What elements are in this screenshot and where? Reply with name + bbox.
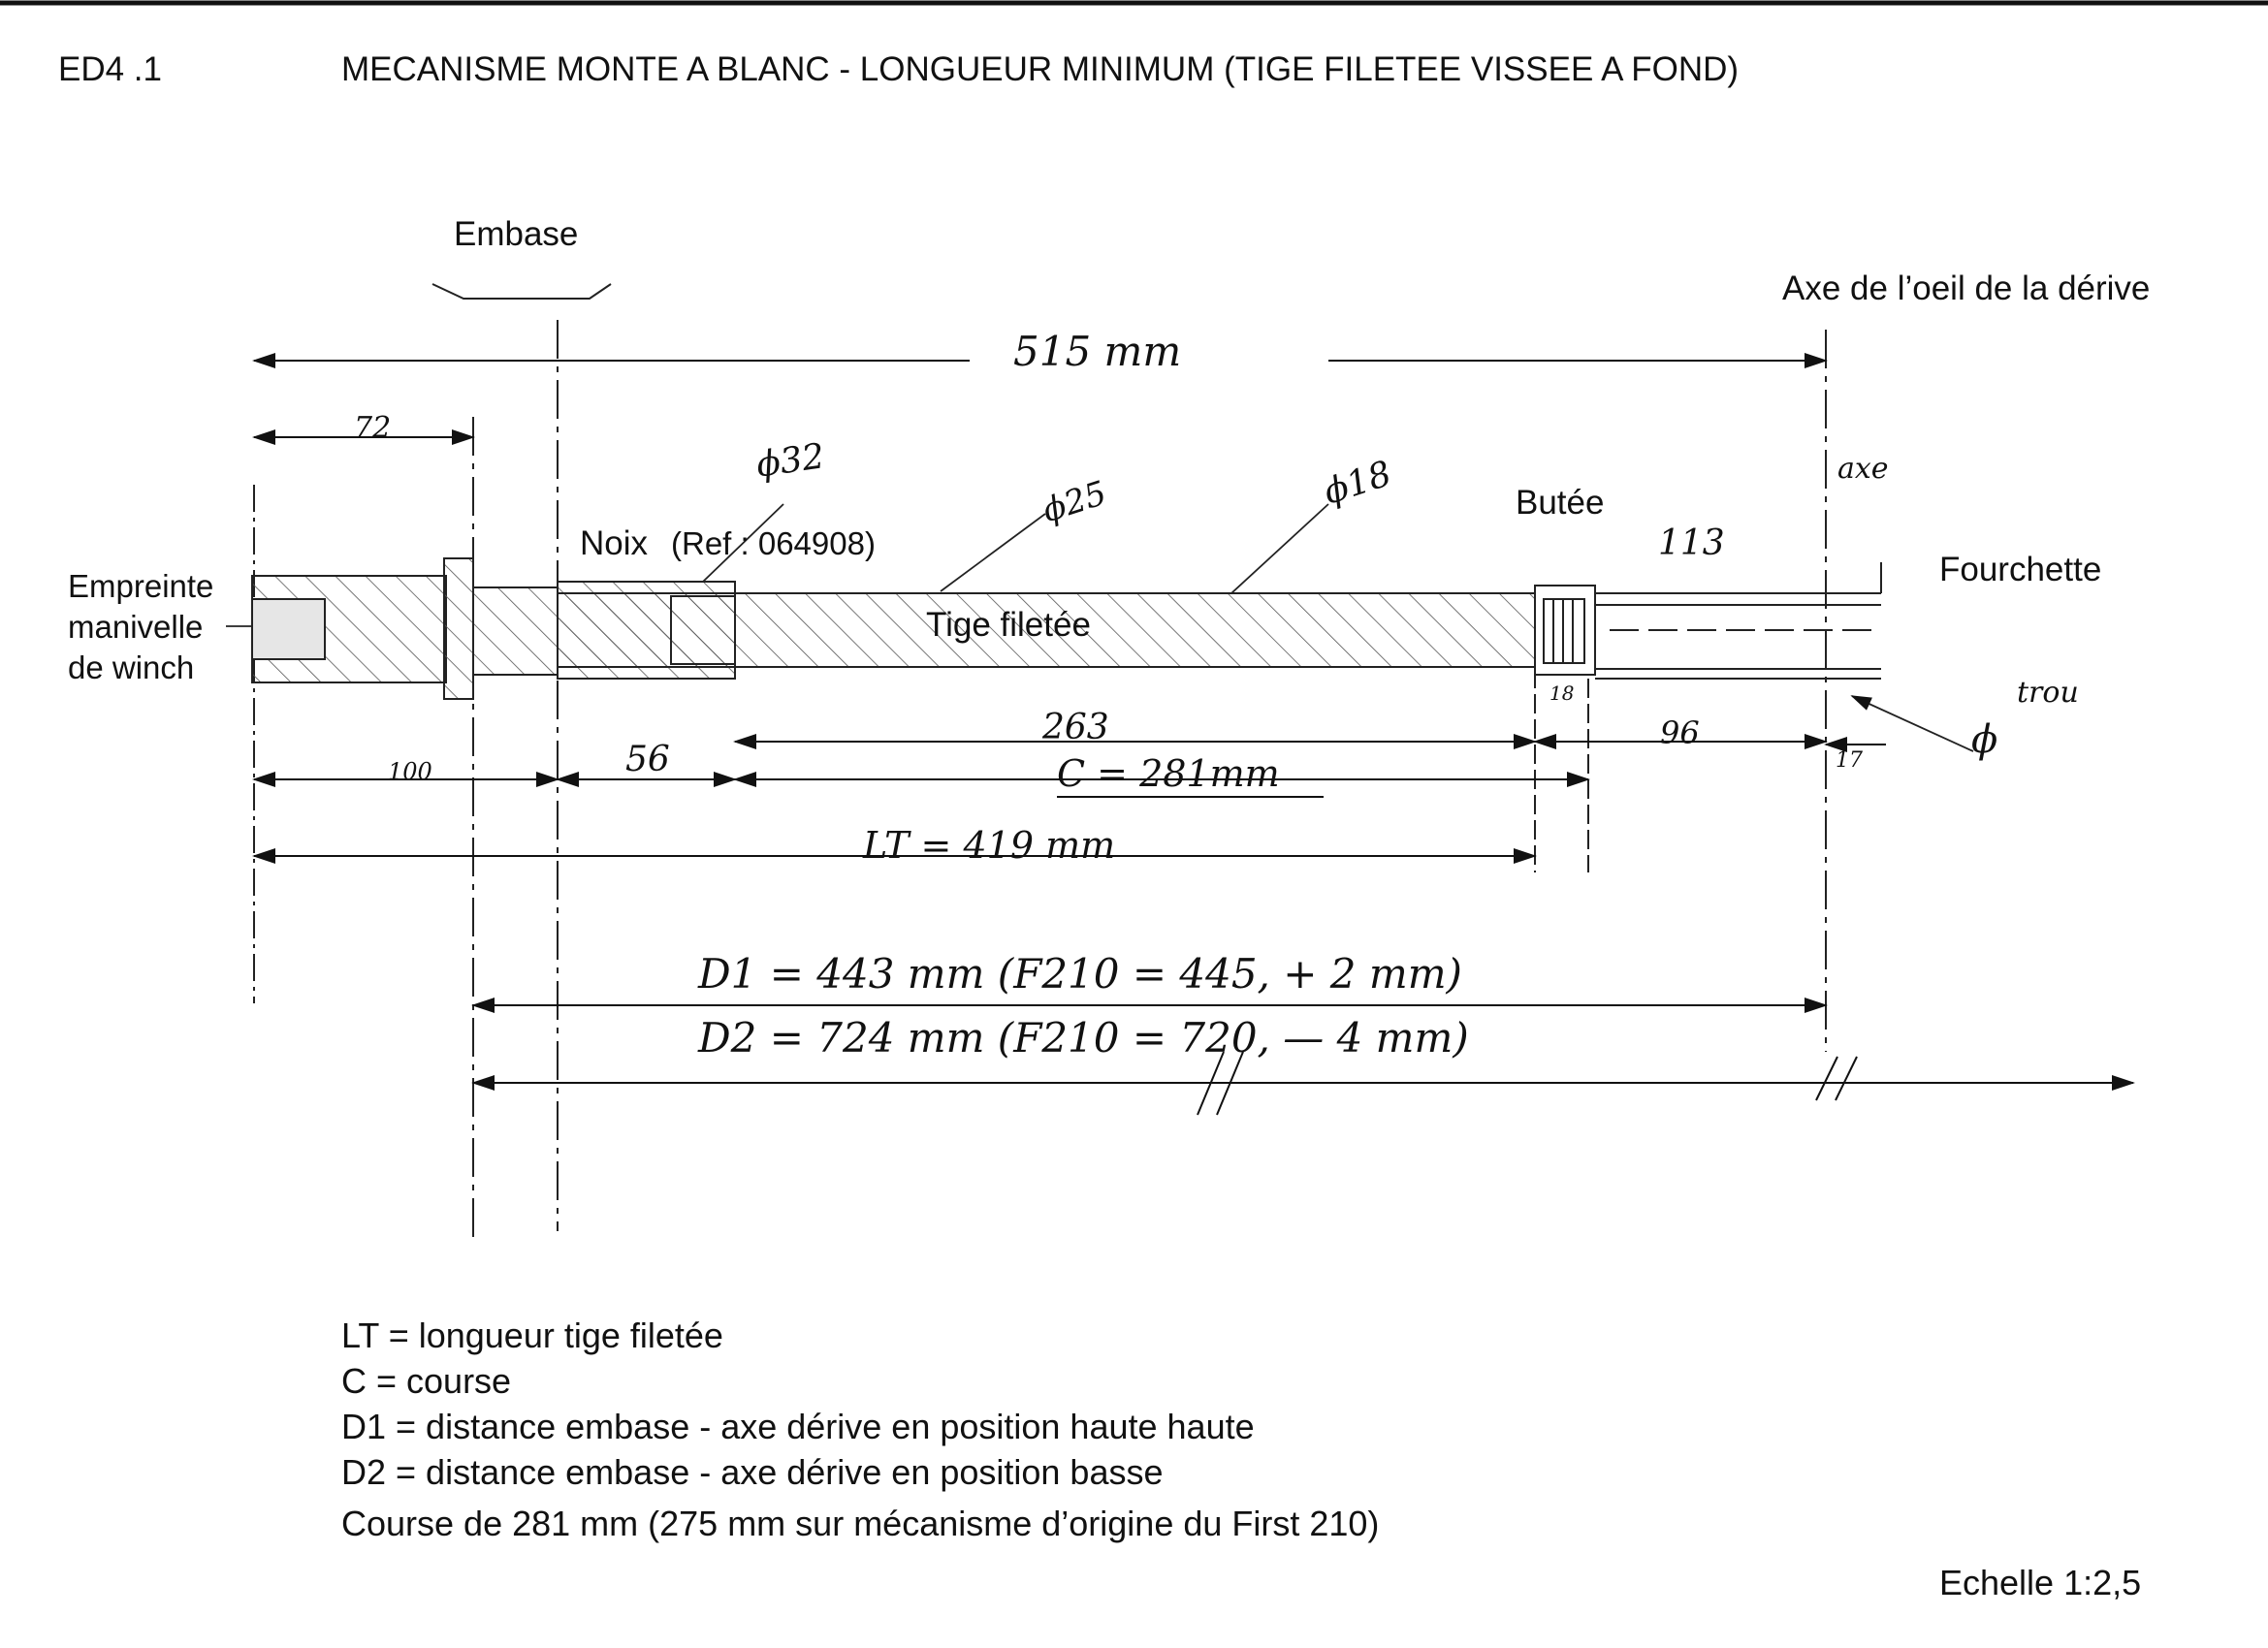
label-empreinte-3: de winch (68, 650, 195, 685)
legend-line: Course de 281 mm (275 mm sur mécanisme d… (341, 1504, 1380, 1543)
label-noix: Noix (580, 524, 649, 562)
break-mark-1b (1216, 1051, 1244, 1116)
sheet-title: MECANISME MONTE A BLANC - LONGUEUR MINIM… (341, 50, 1740, 88)
dim-text-phi-trou: ϕ (1971, 717, 1998, 762)
embase-neck (472, 586, 559, 676)
dim-text-72: 72 (354, 411, 392, 445)
label-empreinte-1: Empreinte (68, 568, 214, 604)
sheet-ref: ED4 .1 (58, 50, 162, 88)
label-fourchette: Fourchette (1939, 551, 2102, 588)
leader-phi25 (940, 513, 1046, 592)
label-tige-filetee: Tige filetée (926, 606, 1091, 644)
dim-text-56: 56 (625, 740, 670, 779)
legend-line: D2 = distance embase - axe dérive en pos… (341, 1452, 1164, 1492)
legend-line: C = course (341, 1361, 512, 1401)
dim-text-17: 17 (1836, 748, 1863, 773)
rod-inner-sleeve (670, 595, 736, 665)
label-empreinte-2: manivelle (68, 609, 204, 645)
dim-text-96: 96 (1660, 714, 1700, 751)
dim-text-100: 100 (388, 758, 432, 785)
legend-line: D1 = distance embase - axe dérive en pos… (341, 1407, 1255, 1446)
break-mark-1a (1197, 1051, 1225, 1116)
leader-phi32 (702, 503, 784, 583)
dim-text-axe: axe (1837, 452, 1889, 486)
winch-socket-recess (251, 598, 326, 660)
dim-text-113: 113 (1658, 523, 1725, 563)
dim-text-515: 515 mm (1013, 328, 1182, 375)
dim-text-d2: D2 = 724 mm (F210 = 720, — 4 mm) (698, 1014, 1469, 1062)
dim-text-trou: trou (2017, 676, 2079, 710)
leader-trou (1850, 695, 1974, 752)
dim-text-18: 18 (1549, 681, 1575, 705)
dim-text-d1: D1 = 443 mm (F210 = 445, + 2 mm) (698, 950, 1462, 998)
dim-text-263: 263 (1042, 708, 1109, 747)
leader-phi18 (1230, 503, 1329, 594)
embase-bracket (431, 283, 612, 300)
label-noix-ref: (Ref : 064908) (671, 525, 876, 561)
label-axe-oeil: Axe de l’oeil de la dérive (1782, 269, 2151, 307)
threaded-rod (557, 592, 1536, 668)
legend-line: LT = longueur tige filetée (341, 1315, 723, 1355)
scale-label: Echelle 1:2,5 (1939, 1563, 2142, 1602)
label-butee: Butée (1516, 484, 1605, 522)
label-embase: Embase (454, 215, 579, 253)
break-mark-2b (1835, 1056, 1858, 1101)
dim-text-lt: LT = 419 mm (863, 824, 1116, 867)
break-mark-2a (1815, 1056, 1838, 1101)
dim-text-course: C = 281mm (1057, 752, 1280, 795)
embase-flange (443, 557, 474, 700)
